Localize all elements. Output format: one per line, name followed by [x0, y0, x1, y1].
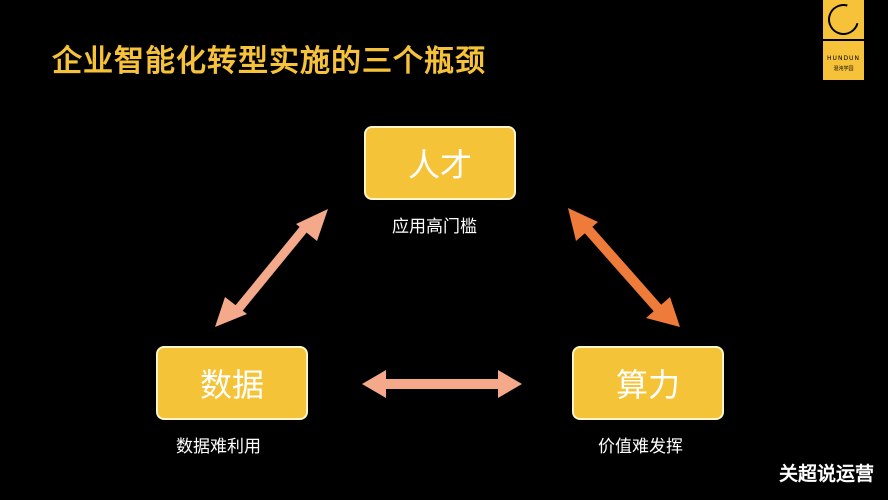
- node-data: 数据: [156, 346, 308, 420]
- watermark-text: 关超说运营: [779, 459, 874, 486]
- arrow-talent-data: [215, 209, 328, 327]
- caption-compute: 价值难发挥: [598, 432, 683, 457]
- arrow-talent-compute: [568, 208, 680, 327]
- arrow-data-compute: [362, 370, 522, 398]
- node-compute: 算力: [572, 346, 724, 420]
- caption-talent: 应用高门槛: [392, 212, 477, 237]
- caption-data: 数据难利用: [176, 432, 261, 457]
- node-talent: 人才: [364, 126, 516, 200]
